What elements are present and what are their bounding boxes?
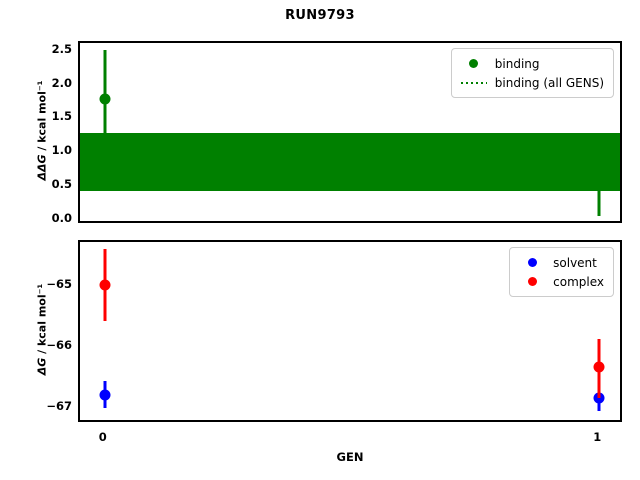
ytick-mark bbox=[78, 407, 80, 409]
ytick-mark bbox=[78, 50, 80, 52]
complex-marker bbox=[593, 361, 605, 373]
legend-dotted-line-icon bbox=[460, 81, 487, 84]
legend-marker-dot-icon bbox=[469, 59, 479, 68]
ytick-mark bbox=[78, 84, 80, 86]
ytick-label: 0.0 bbox=[51, 210, 72, 225]
xtick-mark bbox=[598, 221, 600, 223]
ytick-label: −66 bbox=[46, 338, 72, 353]
top-panel-ylabel: ΔΔG / kcal mol⁻¹ bbox=[36, 31, 49, 231]
solvent-marker bbox=[99, 389, 111, 401]
ytick-label: −65 bbox=[46, 276, 72, 291]
ytick-label: 2.5 bbox=[51, 42, 72, 57]
legend-label: binding (all GENS) bbox=[494, 75, 604, 90]
xaxis-label: GEN bbox=[336, 450, 364, 464]
legend-key-marker bbox=[517, 277, 547, 286]
legend-key-marker bbox=[517, 258, 547, 267]
binding-marker bbox=[99, 93, 111, 105]
legend-marker-dot-icon bbox=[527, 277, 537, 286]
xtick-mark bbox=[598, 420, 600, 422]
legend-row[interactable]: solvent bbox=[517, 253, 604, 272]
legend-label: complex bbox=[553, 274, 604, 289]
complex-marker bbox=[99, 279, 111, 291]
ytick-mark bbox=[78, 151, 80, 153]
xtick-mark bbox=[104, 221, 106, 223]
legend-row[interactable]: binding bbox=[459, 54, 604, 73]
ytick-label: 0.5 bbox=[51, 176, 72, 191]
xtick-label: 0 bbox=[98, 430, 107, 444]
solvent-marker bbox=[593, 392, 605, 404]
bottom-ylabel-symbol: ΔG bbox=[35, 357, 49, 376]
legend-row[interactable]: complex bbox=[517, 272, 604, 291]
bottom-panel-legend[interactable]: solvent complex bbox=[509, 247, 614, 297]
legend-label: solvent bbox=[553, 255, 597, 270]
legend-label: binding bbox=[494, 56, 540, 71]
top-panel-axes: binding binding (all GENS) bbox=[78, 41, 622, 223]
legend-marker-dot-icon bbox=[527, 258, 537, 267]
top-panel-legend[interactable]: binding binding (all GENS) bbox=[450, 48, 614, 98]
ytick-mark bbox=[78, 346, 80, 348]
legend-row[interactable]: binding (all GENS) bbox=[459, 73, 604, 92]
ytick-mark bbox=[78, 185, 80, 187]
ytick-mark bbox=[78, 219, 80, 221]
legend-key-marker bbox=[459, 59, 489, 68]
ytick-label: −67 bbox=[46, 399, 72, 414]
binding-marker bbox=[593, 178, 605, 190]
xtick-label: 1 bbox=[593, 430, 602, 444]
xtick-mark bbox=[104, 420, 106, 422]
page-title: RUN9793 bbox=[285, 8, 355, 23]
ytick-label: 2.0 bbox=[51, 75, 72, 90]
ytick-mark bbox=[78, 117, 80, 119]
ytick-label: 1.0 bbox=[51, 143, 72, 158]
ytick-mark bbox=[78, 285, 80, 287]
ytick-label: 1.5 bbox=[51, 109, 72, 124]
bottom-panel-axes: solvent complex bbox=[78, 240, 622, 422]
legend-key-line bbox=[459, 81, 489, 84]
binding-all-gens-dotted-band bbox=[80, 132, 620, 191]
